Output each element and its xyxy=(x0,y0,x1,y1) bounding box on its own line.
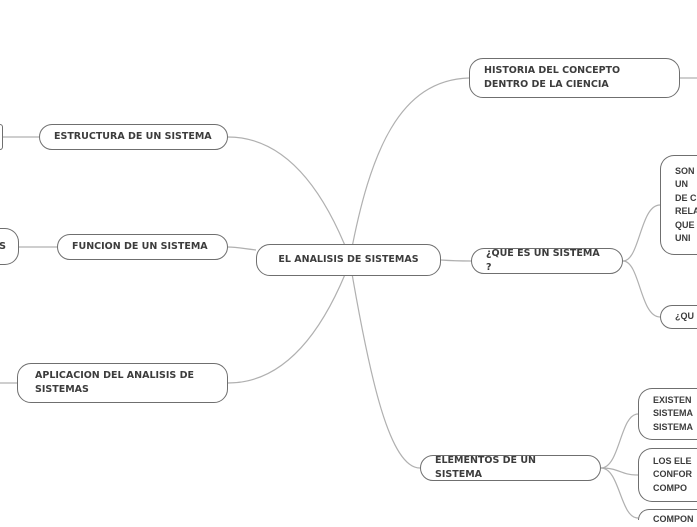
node-son[interactable]: SON UN DE C RELA QUE UNI xyxy=(660,155,697,255)
link-elementos xyxy=(349,261,421,469)
central-topic[interactable]: EL ANALISIS DE SISTEMAS xyxy=(256,244,441,276)
node-label: ELEMENTOS DE UN SISTEMA xyxy=(435,455,536,480)
link-historia xyxy=(349,77,470,259)
node-label: COMPON xyxy=(653,514,694,524)
link-existen xyxy=(600,413,639,469)
link-estructura xyxy=(227,136,351,259)
node-label: SON UN DE C RELA QUE UNI xyxy=(675,165,697,244)
node-label: S xyxy=(0,240,6,252)
link-los xyxy=(600,467,639,476)
link-que-es xyxy=(440,259,472,262)
node-label: ¿QU xyxy=(675,311,694,322)
node-historia[interactable]: HISTORIA DEL CONCEPTO DENTRO DE LA CIENC… xyxy=(469,58,680,98)
node-que-es[interactable]: ¿QUE ES UN SISTEMA ? xyxy=(471,248,623,274)
node-aplicacion[interactable]: APLICACION DEL ANALISIS DE SISTEMAS xyxy=(17,363,228,403)
node-label: LOS ELE CONFOR COMPO xyxy=(653,455,692,493)
link-funcion xyxy=(227,246,257,251)
central-topic-label: EL ANALISIS DE SISTEMAS xyxy=(278,254,419,265)
node-funcion[interactable]: FUNCION DE UN SISTEMA xyxy=(57,234,228,260)
link-qu xyxy=(622,260,661,318)
node-label: ¿QUE ES UN SISTEMA ? xyxy=(486,248,600,273)
link-compon xyxy=(600,467,639,519)
node-compon[interactable]: COMPON xyxy=(638,509,697,524)
link-son xyxy=(622,204,661,262)
node-elementos[interactable]: ELEMENTOS DE UN SISTEMA xyxy=(420,455,601,481)
node-label: EXISTEN SISTEMA SISTEMA xyxy=(653,394,694,432)
node-estructura[interactable]: ESTRUCTURA DE UN SISTEMA xyxy=(39,124,228,150)
node-los-elementos[interactable]: LOS ELE CONFOR COMPO xyxy=(638,448,697,502)
node-estructura-child[interactable] xyxy=(0,124,3,150)
node-label: FUNCION DE UN SISTEMA xyxy=(72,241,208,252)
node-label: APLICACION DEL ANALISIS DE SISTEMAS xyxy=(35,370,194,395)
node-label: HISTORIA DEL CONCEPTO DENTRO DE LA CIENC… xyxy=(484,65,621,90)
node-qu[interactable]: ¿QU xyxy=(660,305,697,329)
node-funcion-child[interactable]: S xyxy=(0,228,19,265)
link-aplicacion xyxy=(227,261,351,384)
node-existen[interactable]: EXISTEN SISTEMA SISTEMA xyxy=(638,388,697,440)
node-label: ESTRUCTURA DE UN SISTEMA xyxy=(54,131,212,142)
